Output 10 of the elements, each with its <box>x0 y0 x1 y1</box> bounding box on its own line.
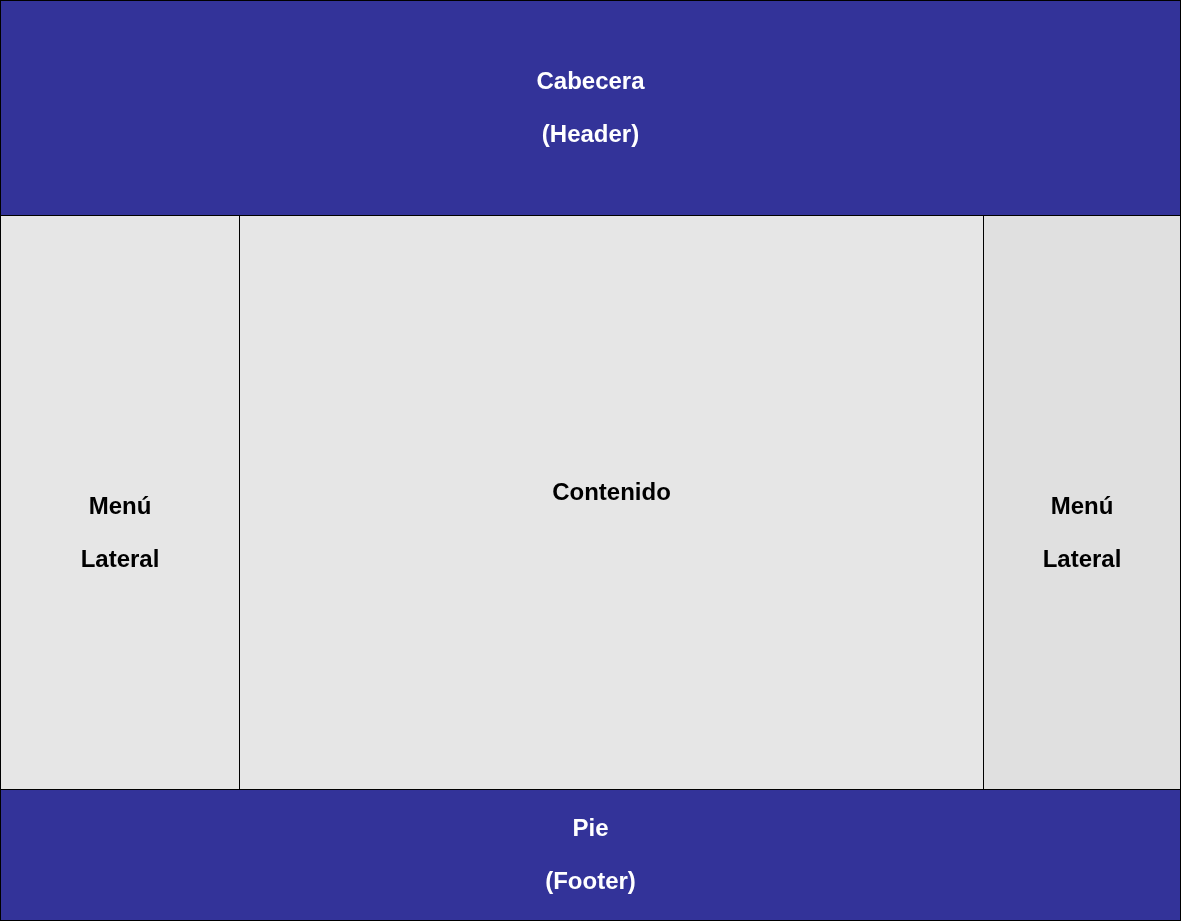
content-region <box>239 215 984 790</box>
sidebar-region <box>983 215 1181 790</box>
region-label: Menú Lateral <box>1042 490 1122 574</box>
region-label: Menú Lateral <box>80 490 160 574</box>
footer-region <box>0 789 1181 921</box>
region-label: Pie (Footer) <box>545 813 636 896</box>
sidebar-region <box>0 215 240 790</box>
header-region <box>0 0 1181 216</box>
region-label: Cabecera (Header) <box>536 66 645 149</box>
region-label: Contenido <box>552 477 671 508</box>
